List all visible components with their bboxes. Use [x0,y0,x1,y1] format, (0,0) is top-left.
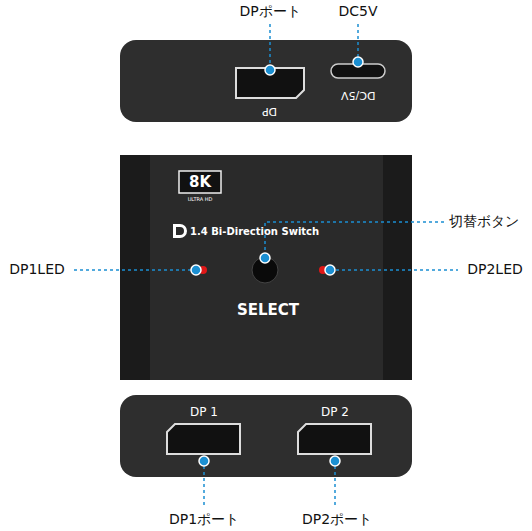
badge-text: ULTRA HD [188,197,213,203]
callout-label: DP2ポート [302,512,372,527]
leader-lines [74,24,458,506]
port-marking: DP [262,105,277,117]
port-marking: DP 1 [190,406,218,419]
side-panel [383,155,412,380]
device-top-view [120,40,412,122]
side-panel [120,155,150,380]
dp-logo [173,224,187,238]
button-label: SELECT [237,302,299,319]
device-front [120,155,412,380]
callout-label: 切替ボタン [449,214,519,229]
dp-port [298,424,371,454]
callout-label: DP1LED [9,262,65,277]
product-name: 1.4 Bi-Direction Switch [190,226,319,237]
callout-label: DP1ポート [169,512,239,527]
port-marking: DC/5V [341,89,375,101]
device-bottom-view [120,395,412,477]
port-marking: DP 2 [321,406,349,419]
callout-label: DPポート [239,4,300,19]
dp-port [167,424,240,454]
callout-label: DC5V [338,4,377,19]
leader-dots [191,57,363,466]
callout-label: DP2LED [467,262,523,277]
8k-badge [179,171,221,193]
badge-text: 8K [189,174,211,191]
